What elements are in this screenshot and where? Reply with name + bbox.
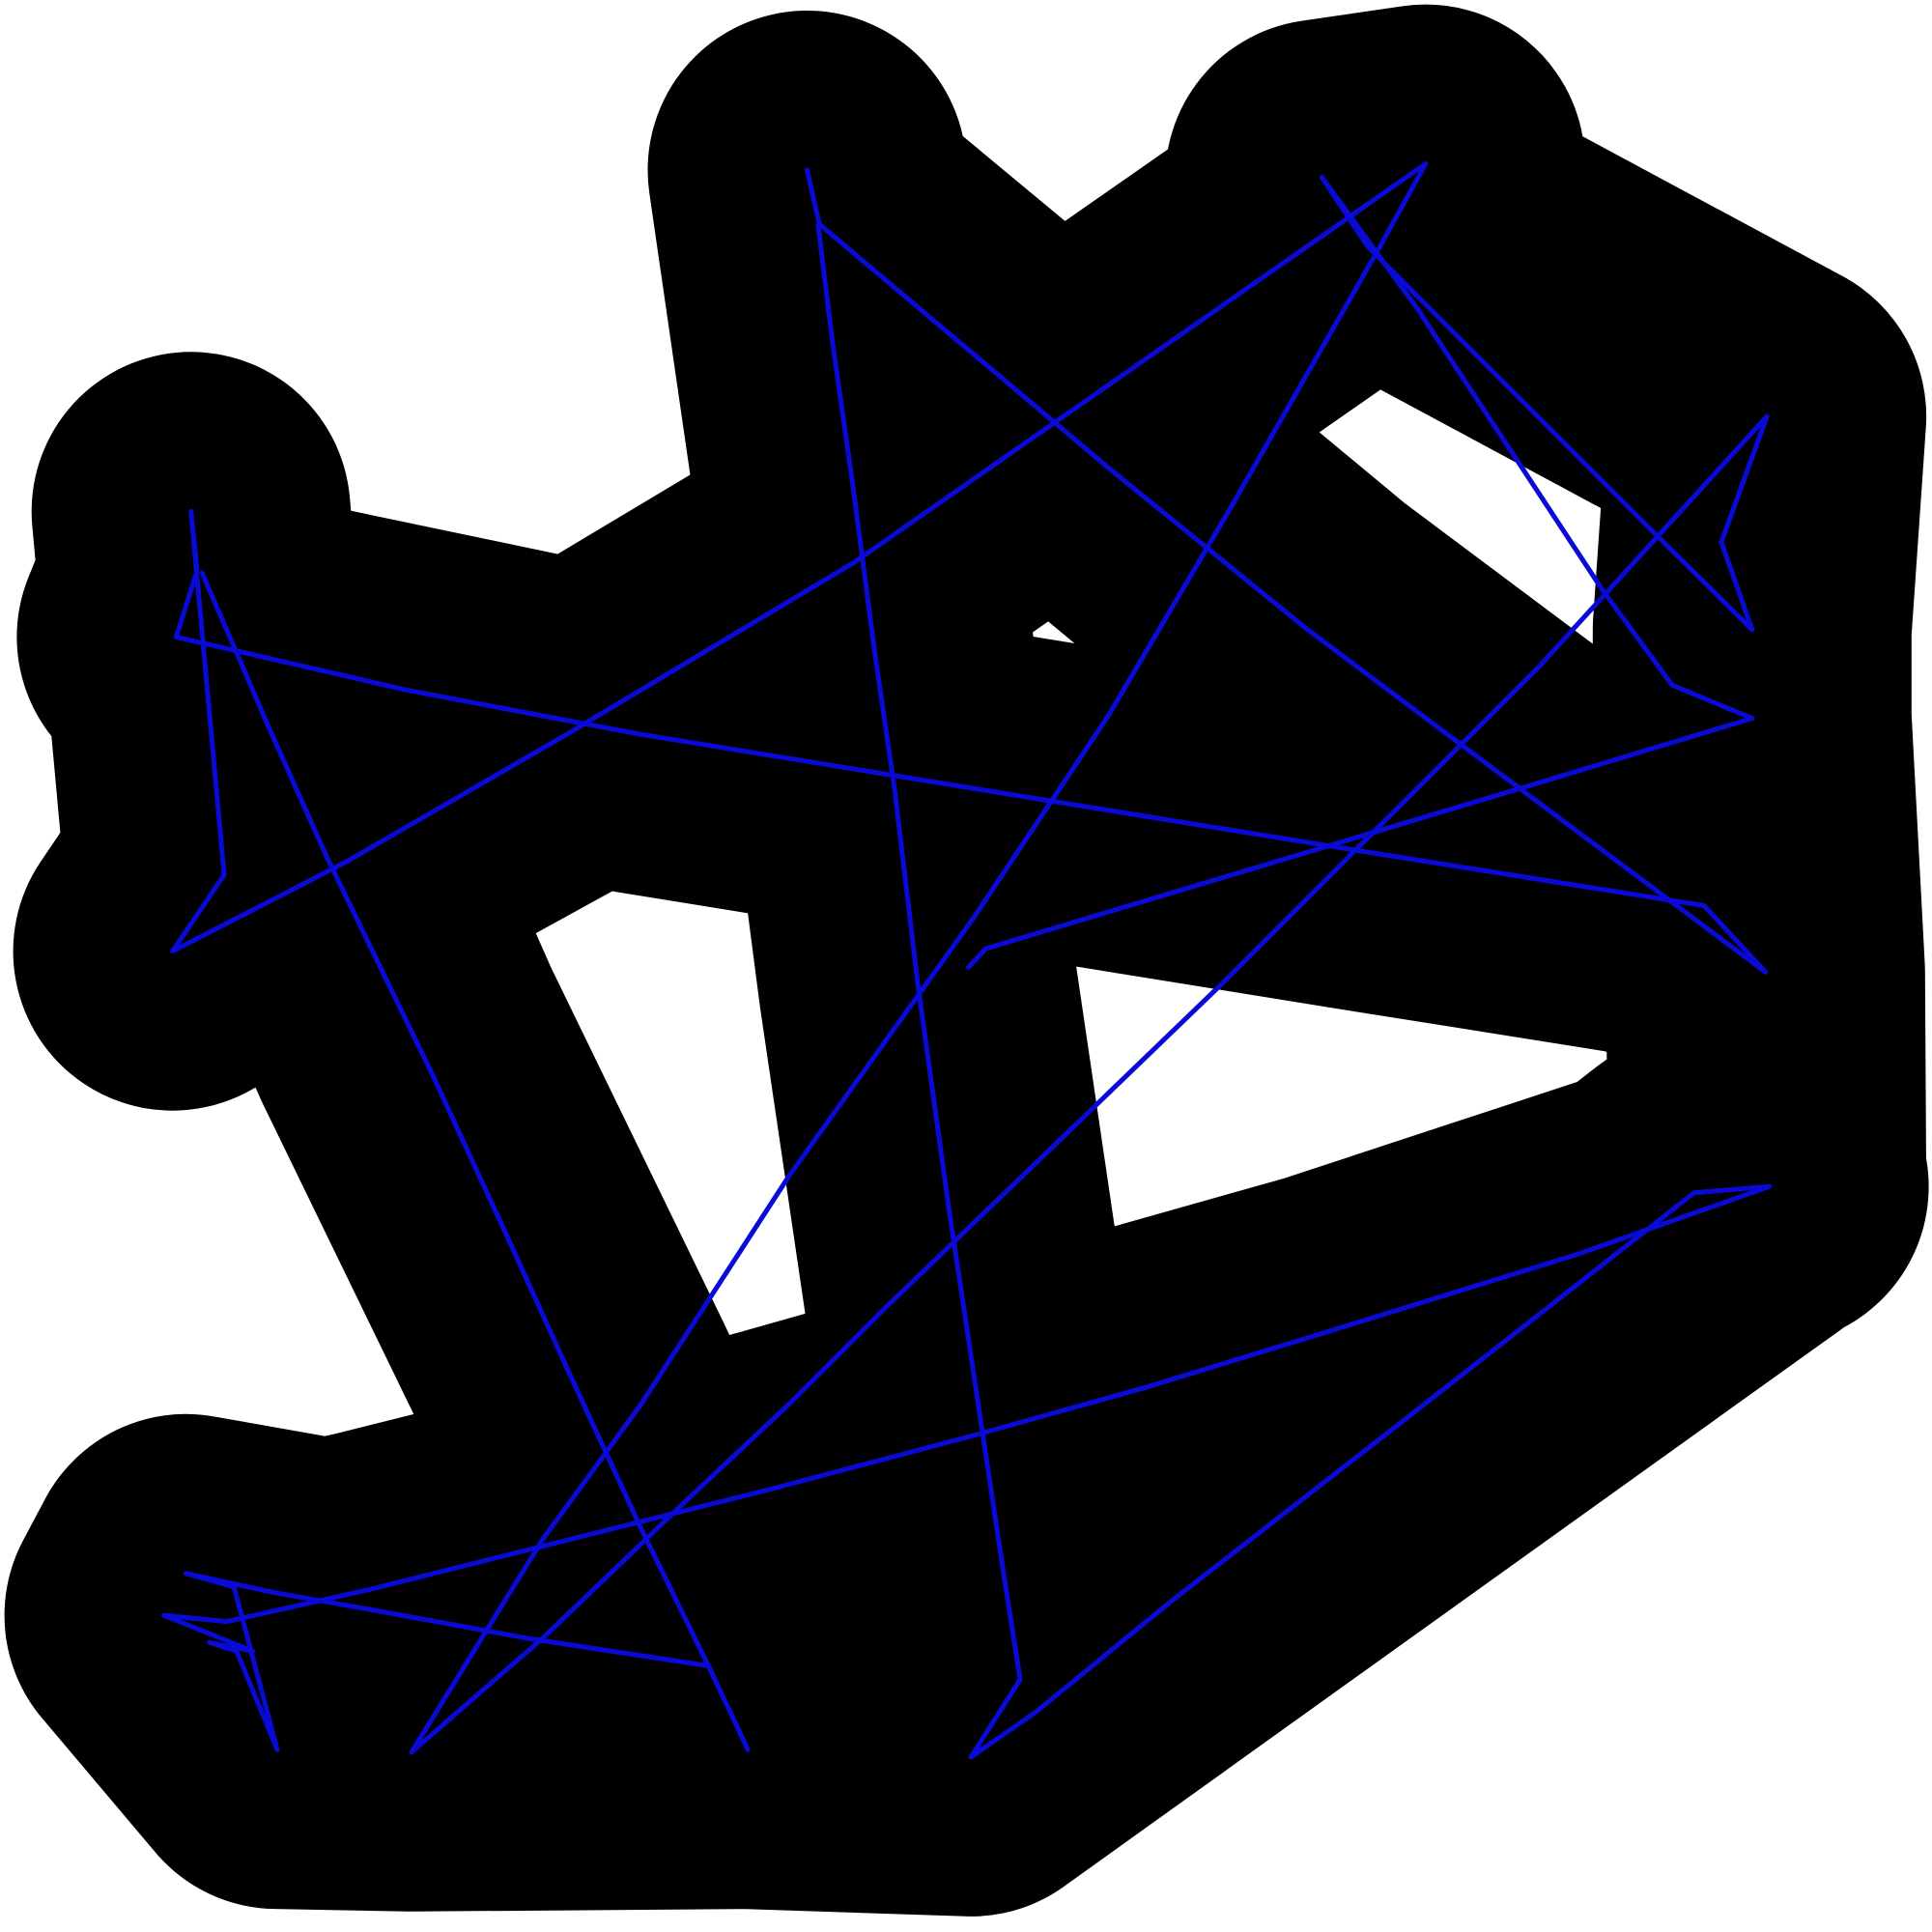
thin-stroke-layer [161,161,1773,1760]
thin-blue-stroke-2 [966,175,1755,970]
thin-blue-stroke-5 [184,1571,711,1668]
thin-blue-stroke-3 [161,222,1773,1760]
thin-blue-stroke-4 [199,570,751,1752]
thin-blue-stroke-1 [170,161,1770,1755]
